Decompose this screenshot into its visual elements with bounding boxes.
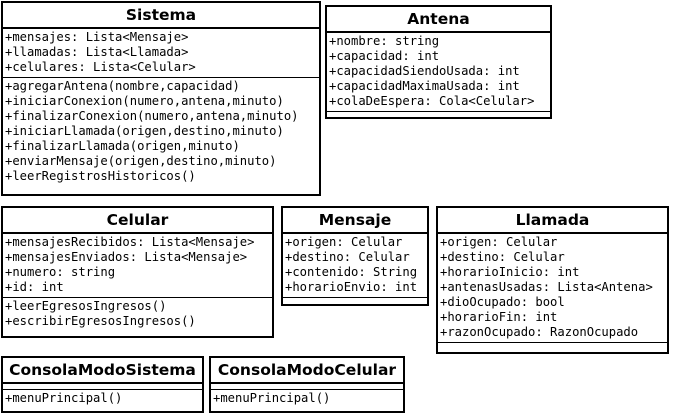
attribute: +antenasUsadas: Lista<Antena> xyxy=(440,280,653,294)
attribute: +mensajesEnviados: Lista<Mensaje> xyxy=(5,250,248,264)
attribute: +origen: Celular xyxy=(440,235,558,249)
class-llamada: Llamada +origen: Celular +destino: Celul… xyxy=(436,206,669,354)
method: +finalizarLlamada(origen,minuto) xyxy=(5,139,240,153)
class-name: ConsolaModoCelular xyxy=(211,358,403,384)
class-consola-modo-celular: ConsolaModoCelular +menuPrincipal() xyxy=(209,356,405,413)
class-name: Mensaje xyxy=(283,208,427,234)
methods-section xyxy=(283,298,427,303)
attributes-section: +origen: Celular +destino: Celular +hora… xyxy=(438,234,667,343)
attribute: +destino: Celular xyxy=(285,250,410,264)
method: +iniciarLlamada(origen,destino,minuto) xyxy=(5,124,284,138)
class-name: Antena xyxy=(327,7,550,33)
method: +agregarAntena(nombre,capacidad) xyxy=(5,79,240,93)
attributes-section: +origen: Celular +destino: Celular +cont… xyxy=(283,234,427,298)
method: +leerRegistrosHistoricos() xyxy=(5,169,196,183)
class-sistema: Sistema +mensajes: Lista<Mensaje> +llama… xyxy=(1,1,321,196)
methods-section: +menuPrincipal() xyxy=(3,390,202,408)
method: +menuPrincipal() xyxy=(213,391,331,405)
class-antena: Antena +nombre: string +capacidad: int +… xyxy=(325,5,552,119)
attribute: +numero: string xyxy=(5,265,116,279)
attribute: +destino: Celular xyxy=(440,250,565,264)
attribute: +colaDeEspera: Cola<Celular> xyxy=(329,94,535,108)
method: +finalizarConexion(numero,antena,minuto) xyxy=(5,109,299,123)
method: +escribirEgresosIngresos() xyxy=(5,314,196,328)
attributes-section: +mensajes: Lista<Mensaje> +llamadas: Lis… xyxy=(3,29,319,78)
attributes-section xyxy=(3,384,202,390)
methods-section: +agregarAntena(nombre,capacidad) +inicia… xyxy=(3,78,319,186)
class-name: ConsolaModoSistema xyxy=(3,358,202,384)
attribute: +razonOcupado: RazonOcupado xyxy=(440,325,639,339)
class-mensaje: Mensaje +origen: Celular +destino: Celul… xyxy=(281,206,429,306)
attributes-section: +nombre: string +capacidad: int +capacid… xyxy=(327,33,550,112)
attribute: +dioOcupado: bool xyxy=(440,295,565,309)
method: +enviarMensaje(origen,destino,minuto) xyxy=(5,154,277,168)
attribute: +horarioFin: int xyxy=(440,310,558,324)
methods-section: +menuPrincipal() xyxy=(211,390,403,408)
methods-section xyxy=(327,112,550,117)
attribute: +mensajes: Lista<Mensaje> xyxy=(5,30,189,44)
method: +menuPrincipal() xyxy=(5,391,123,405)
class-name: Llamada xyxy=(438,208,667,234)
attributes-section xyxy=(211,384,403,390)
class-name: Sistema xyxy=(3,3,319,29)
attribute: +capacidadSiendoUsada: int xyxy=(329,64,520,78)
attribute: +contenido: String xyxy=(285,265,418,279)
attribute: +horarioInicio: int xyxy=(440,265,580,279)
class-name: Celular xyxy=(3,208,272,234)
attribute: +capacidad: int xyxy=(329,49,440,63)
attribute: +nombre: string xyxy=(329,34,440,48)
class-celular: Celular +mensajesRecibidos: Lista<Mensaj… xyxy=(1,206,274,338)
method: +leerEgresosIngresos() xyxy=(5,299,167,313)
class-consola-modo-sistema: ConsolaModoSistema +menuPrincipal() xyxy=(1,356,204,413)
attribute: +origen: Celular xyxy=(285,235,403,249)
method: +iniciarConexion(numero,antena,minuto) xyxy=(5,94,284,108)
methods-section: +leerEgresosIngresos() +escribirEgresosI… xyxy=(3,298,272,331)
methods-section xyxy=(438,343,667,348)
attribute: +id: int xyxy=(5,280,64,294)
attribute: +horarioEnvio: int xyxy=(285,280,418,294)
attribute: +mensajesRecibidos: Lista<Mensaje> xyxy=(5,235,255,249)
attribute: +llamadas: Lista<Llamada> xyxy=(5,45,189,59)
attribute: +capacidadMaximaUsada: int xyxy=(329,79,520,93)
attribute: +celulares: Lista<Celular> xyxy=(5,60,196,74)
attributes-section: +mensajesRecibidos: Lista<Mensaje> +mens… xyxy=(3,234,272,298)
